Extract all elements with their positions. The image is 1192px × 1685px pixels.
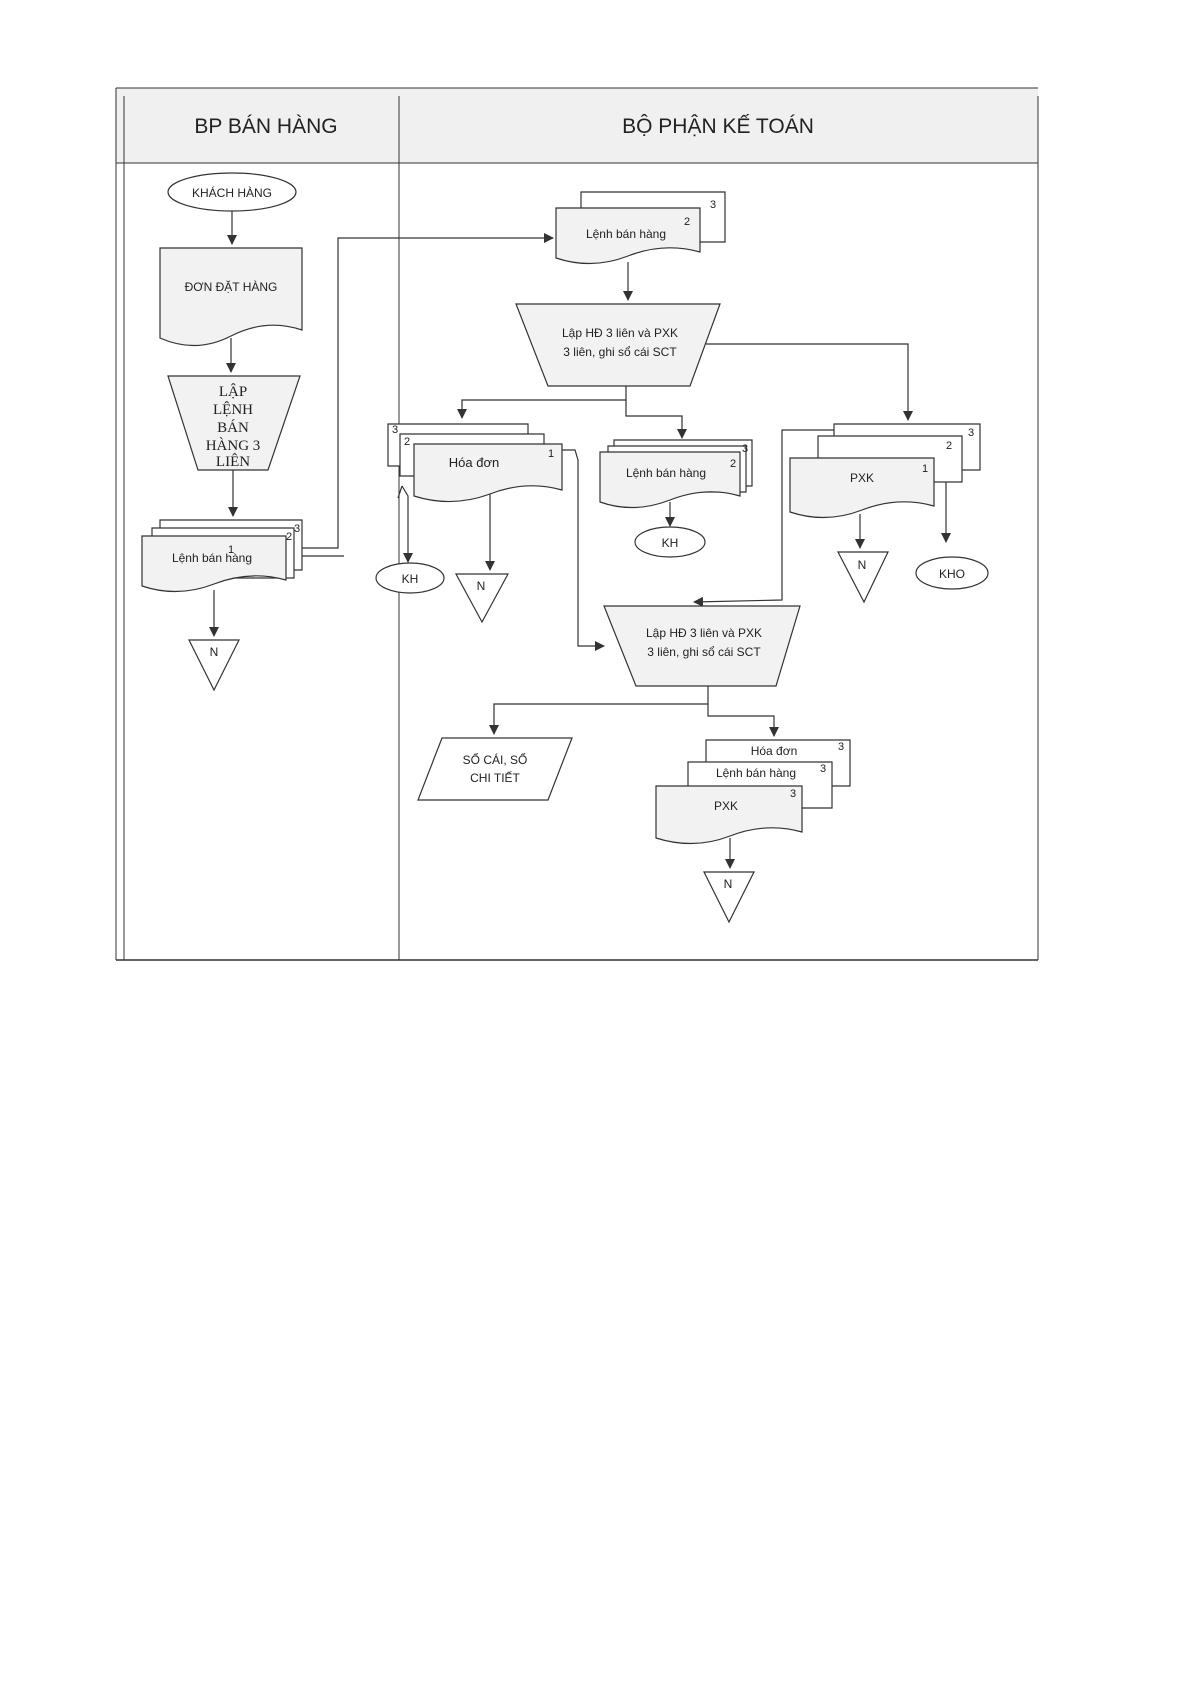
copy-number: 1 [228, 544, 234, 556]
file-n-pxk: N [837, 551, 889, 604]
copy-number: 3 [968, 427, 974, 439]
copy-number: 3 [820, 763, 826, 775]
final-invoice-label: Hóa đơn [751, 744, 798, 758]
copy-number: 2 [404, 436, 410, 448]
copy-number: 2 [946, 440, 952, 452]
kh2-label: KH [662, 536, 679, 550]
customer-label: KHÁCH HÀNG [192, 185, 272, 200]
n-pxk-label: N [858, 558, 867, 572]
process-create-invoice-1: Lập HĐ 3 liên và PXK 3 liên, ghi sổ cái … [515, 303, 721, 387]
file-n-sales: N [188, 639, 240, 692]
file-n-invoice: N [454, 573, 510, 624]
create-order-line-1: LẬP [219, 383, 247, 400]
swimlane-frame [115, 87, 1039, 961]
n-final-label: N [724, 877, 733, 891]
ledger-line-1: SỔ CÁI, SỔ [463, 752, 528, 767]
copy-number: 1 [922, 463, 928, 475]
process-2-line-2: 3 liên, ghi sổ cái SCT [647, 645, 761, 659]
copy-number: 3 [838, 741, 844, 753]
ledger-line-2: CHI TIẾT [470, 770, 520, 785]
process-1-line-1: Lập HĐ 3 liên và PXK [562, 326, 678, 340]
copy-number: 3 [710, 199, 716, 211]
kho-label: KHO [939, 567, 965, 581]
kh-terminator-1: KH [375, 562, 445, 594]
sales-order-copy-multidoc: 3 2 Lệnh bán hàng [599, 439, 753, 509]
copy-number: 3 [294, 523, 300, 535]
file-n-final: N [703, 871, 755, 924]
sales-order-copy-label: Lệnh bán hàng [626, 466, 706, 480]
create-order-manual-op: LẬP LỆNH BÁN HÀNG 3 LIÊN [167, 375, 301, 471]
invoice-label: Hóa đơn [449, 455, 499, 470]
sales-order-multidoc: 3 2 1 Lệnh bán hàng [141, 519, 303, 593]
pxk-label: PXK [850, 471, 874, 485]
create-order-line-4: HÀNG 3 [206, 437, 261, 454]
copy-number: 2 [730, 458, 736, 470]
kh1-label: KH [402, 572, 419, 586]
process-1-line-2: 3 liên, ghi sổ cái SCT [563, 345, 677, 359]
copy-number: 3 [392, 424, 398, 436]
lane-title-sales: BP BÁN HÀNG [194, 115, 337, 138]
order-document: ĐƠN ĐẶT HÀNG [159, 247, 303, 347]
create-order-line-3: BÁN [217, 419, 249, 436]
copy-number: 3 [742, 443, 748, 455]
create-order-line-5: LIÊN [216, 453, 250, 470]
final-pxk-label: PXK [714, 799, 738, 813]
copy-number: 1 [548, 448, 554, 460]
process-2-line-1: Lập HĐ 3 liên và PXK [646, 626, 762, 640]
process-create-invoice-2: Lập HĐ 3 liên và PXK 3 liên, ghi sổ cái … [603, 605, 801, 687]
create-order-line-2: LỆNH [213, 401, 253, 418]
final-documents-multidoc: Hóa đơn 3 Lệnh bán hàng 3 PXK 3 [655, 739, 851, 845]
kh-terminator-2: KH [634, 526, 706, 558]
customer-terminator: KHÁCH HÀNG [167, 172, 297, 212]
copy-number: 2 [286, 531, 292, 543]
received-order-label: Lệnh bán hàng [586, 227, 666, 241]
lane-title-accounting: BỘ PHẬN KẾ TOÁN [622, 115, 814, 138]
copy-number: 2 [684, 216, 690, 228]
n-invoice-label: N [477, 579, 486, 593]
order-document-label: ĐƠN ĐẶT HÀNG [185, 279, 278, 294]
copy-number: 3 [790, 788, 796, 800]
received-order-multidoc: 3 2 Lệnh bán hàng [555, 191, 726, 265]
pxk-multidoc: 3 2 1 PXK [789, 423, 981, 519]
final-order-label: Lệnh bán hàng [716, 766, 796, 780]
kho-terminator: KHO [915, 556, 989, 590]
sales-order-label: Lệnh bán hàng [172, 551, 252, 565]
file-n-label: N [210, 645, 219, 659]
invoice-multidoc: 3 2 1 Hóa đơn [387, 423, 563, 503]
ledger-data-io: SỔ CÁI, SỔ CHI TIẾT [417, 737, 573, 801]
